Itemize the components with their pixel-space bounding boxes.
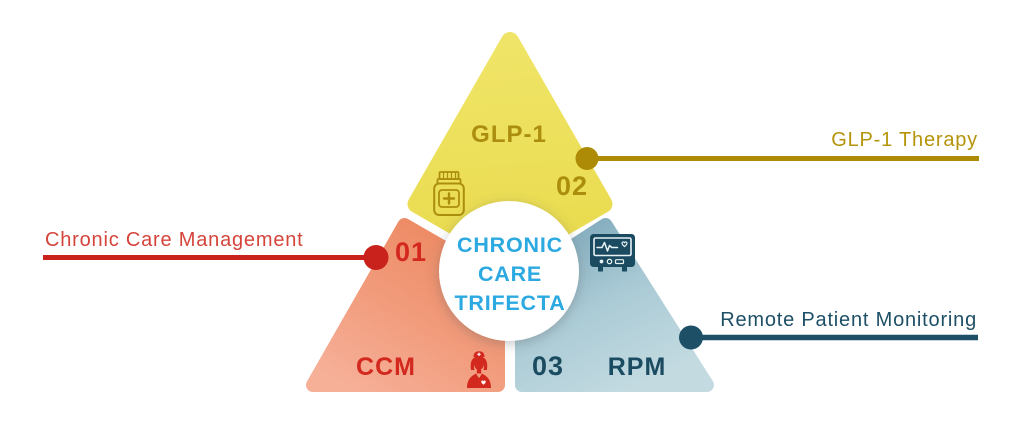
ccm-label: CCM — [356, 353, 416, 381]
center-circle — [439, 201, 579, 341]
ccm-callout-label: Chronic Care Management — [45, 229, 304, 251]
glp1-number: 02 — [556, 171, 588, 201]
ccm-callout-dot — [363, 245, 389, 270]
center-title-line2: CARE — [478, 262, 542, 286]
rpm-callout-dot — [679, 325, 703, 350]
center-title-line3: TRIFECTA — [454, 291, 565, 315]
nurse-icon — [467, 351, 491, 388]
ccm-callout: Chronic Care Management — [43, 229, 389, 270]
glp1-callout-label: GLP-1 Therapy — [831, 129, 978, 151]
heart-monitor-icon — [590, 234, 635, 272]
ccm-number: 01 — [395, 237, 427, 267]
glp1-callout-dot — [575, 147, 599, 170]
glp1-callout: GLP-1 Therapy — [575, 129, 979, 170]
center-title: CHRONIC CARE TRIFECTA — [454, 233, 565, 315]
glp1-label: GLP-1 — [471, 121, 547, 148]
center-title-line1: CHRONIC — [457, 233, 563, 257]
pill-bottle-icon — [433, 171, 465, 216]
rpm-number: 03 — [532, 351, 564, 381]
rpm-callout-label: Remote Patient Monitoring — [720, 309, 977, 331]
rpm-label: RPM — [608, 353, 667, 381]
rpm-callout: Remote Patient Monitoring — [679, 309, 978, 350]
